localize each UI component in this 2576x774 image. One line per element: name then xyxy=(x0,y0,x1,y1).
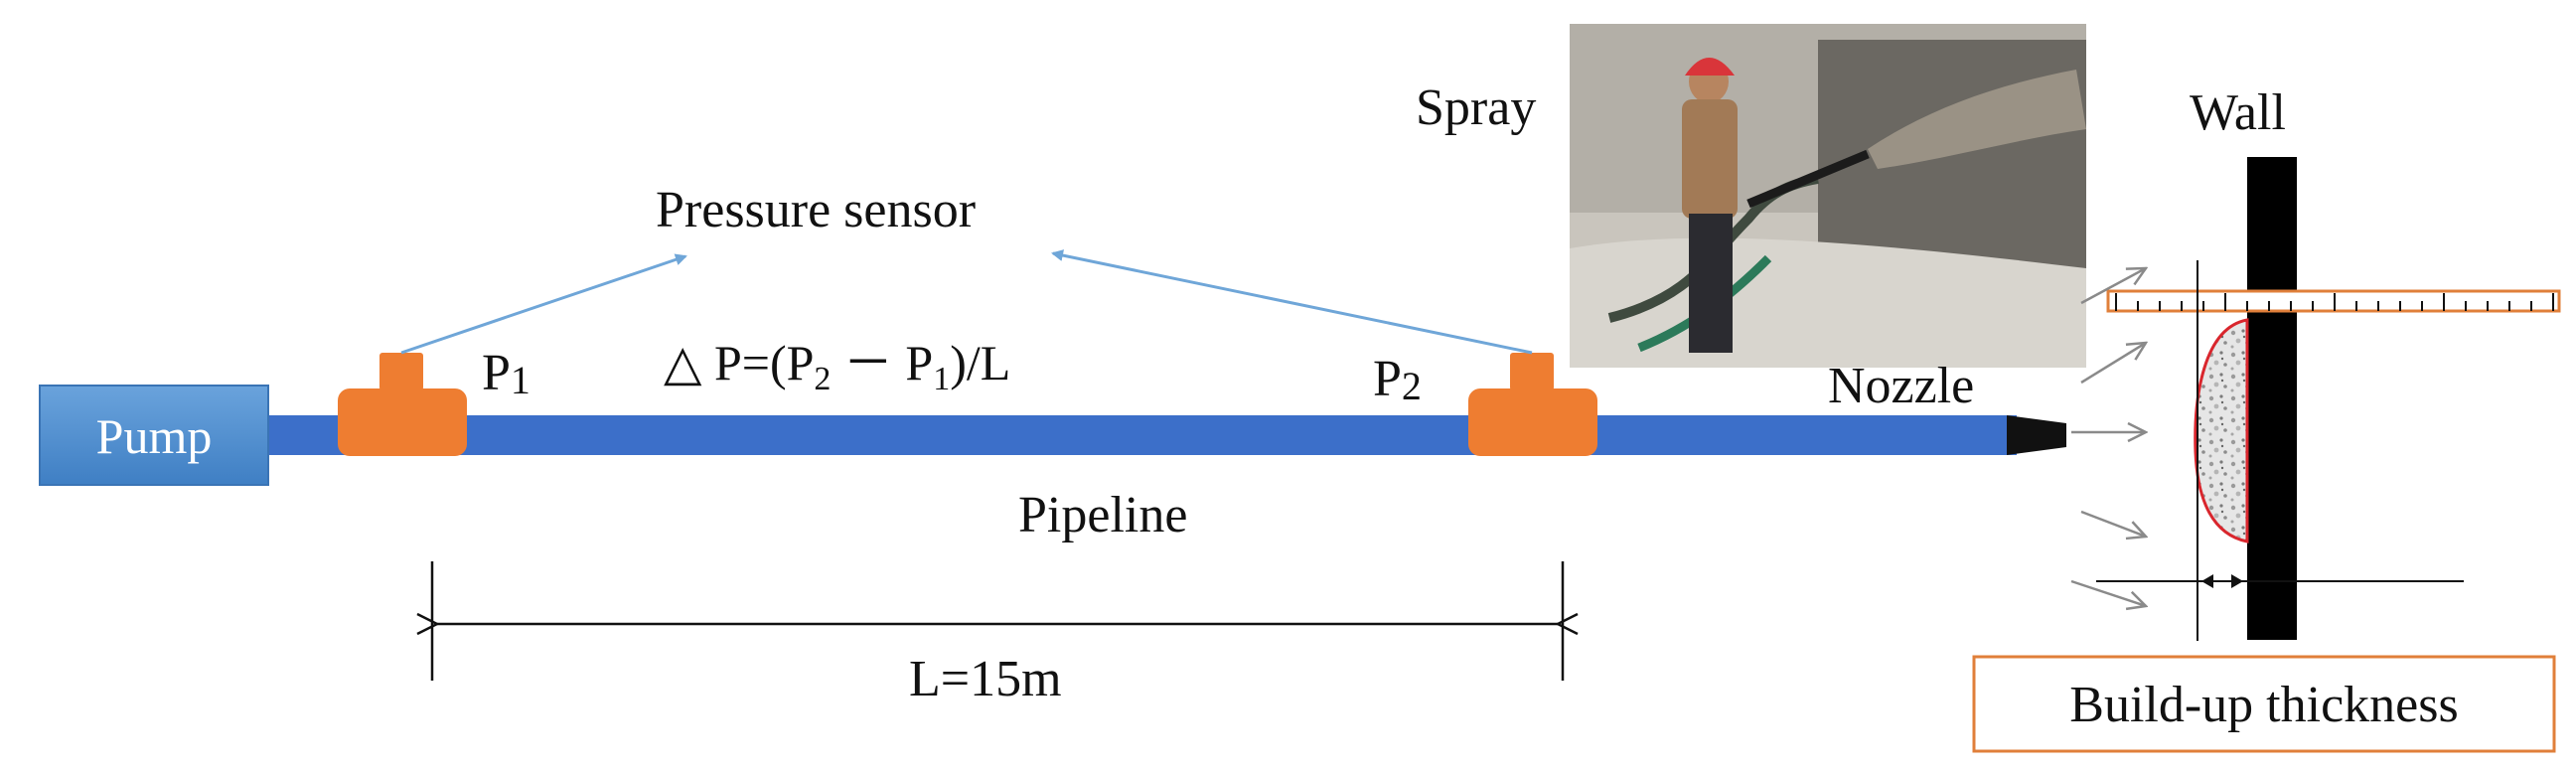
sensor-p2-stem xyxy=(1510,353,1554,390)
pressure-sensor-label: Pressure sensor xyxy=(656,182,976,238)
spray-arrow-5 xyxy=(2070,579,2146,606)
sensor-p2-coupling xyxy=(1468,388,1597,456)
sensor-p1-stem xyxy=(379,353,423,390)
pump-label: Pump xyxy=(96,408,213,464)
spray-photo-worker-legs xyxy=(1689,214,1733,353)
build-up-thickness-label: Build-up thickness xyxy=(2069,677,2458,733)
spray-arrow-1 xyxy=(2080,268,2146,305)
sensor-p2 xyxy=(1468,353,1597,456)
ruler-ticks xyxy=(2115,293,2554,311)
sensor-p2-arrow xyxy=(1051,249,1533,355)
nozzle-tip xyxy=(2007,415,2066,455)
build-up-deposit xyxy=(2194,318,2249,543)
wall-label: Wall xyxy=(2190,84,2286,141)
spray-photo-nozzle-pipe xyxy=(1746,149,1870,209)
pump-box xyxy=(39,385,269,486)
sensor-p1 xyxy=(338,353,467,456)
spray-photo-cloud xyxy=(1868,70,2086,169)
pump: Pump xyxy=(39,385,269,486)
build-up-thickness-box: Build-up thickness xyxy=(1972,655,2556,753)
sensor-p1-coupling xyxy=(338,388,467,456)
spray-label: Spray xyxy=(1416,79,1536,136)
build-up-thickness-frame xyxy=(1972,655,2556,753)
length-label: L=15m xyxy=(909,651,1062,707)
pipeline-tube xyxy=(268,415,2017,455)
p1-label: P1 xyxy=(482,345,530,402)
spray-arrow-4 xyxy=(2080,510,2146,537)
nozzle-label: Nozzle xyxy=(1828,358,1974,414)
p2-label: P2 xyxy=(1373,351,1422,408)
ruler xyxy=(2106,289,2561,313)
length-dimension: L=15m xyxy=(432,561,1563,707)
spray-arrows xyxy=(2070,268,2146,606)
wall xyxy=(2247,157,2297,640)
spray-arrow-2 xyxy=(2080,343,2146,385)
spray-photo-worker-helmet xyxy=(1685,58,1735,76)
spray-photo xyxy=(1570,24,2086,368)
pipeline-label: Pipeline xyxy=(1018,487,1187,543)
thickness-measure xyxy=(2096,260,2464,641)
sensor-p1-arrow xyxy=(400,253,687,355)
spray-photo-worker-body xyxy=(1682,99,1738,219)
formula-label: △ P=(P2 － P1)/L xyxy=(664,335,1010,397)
